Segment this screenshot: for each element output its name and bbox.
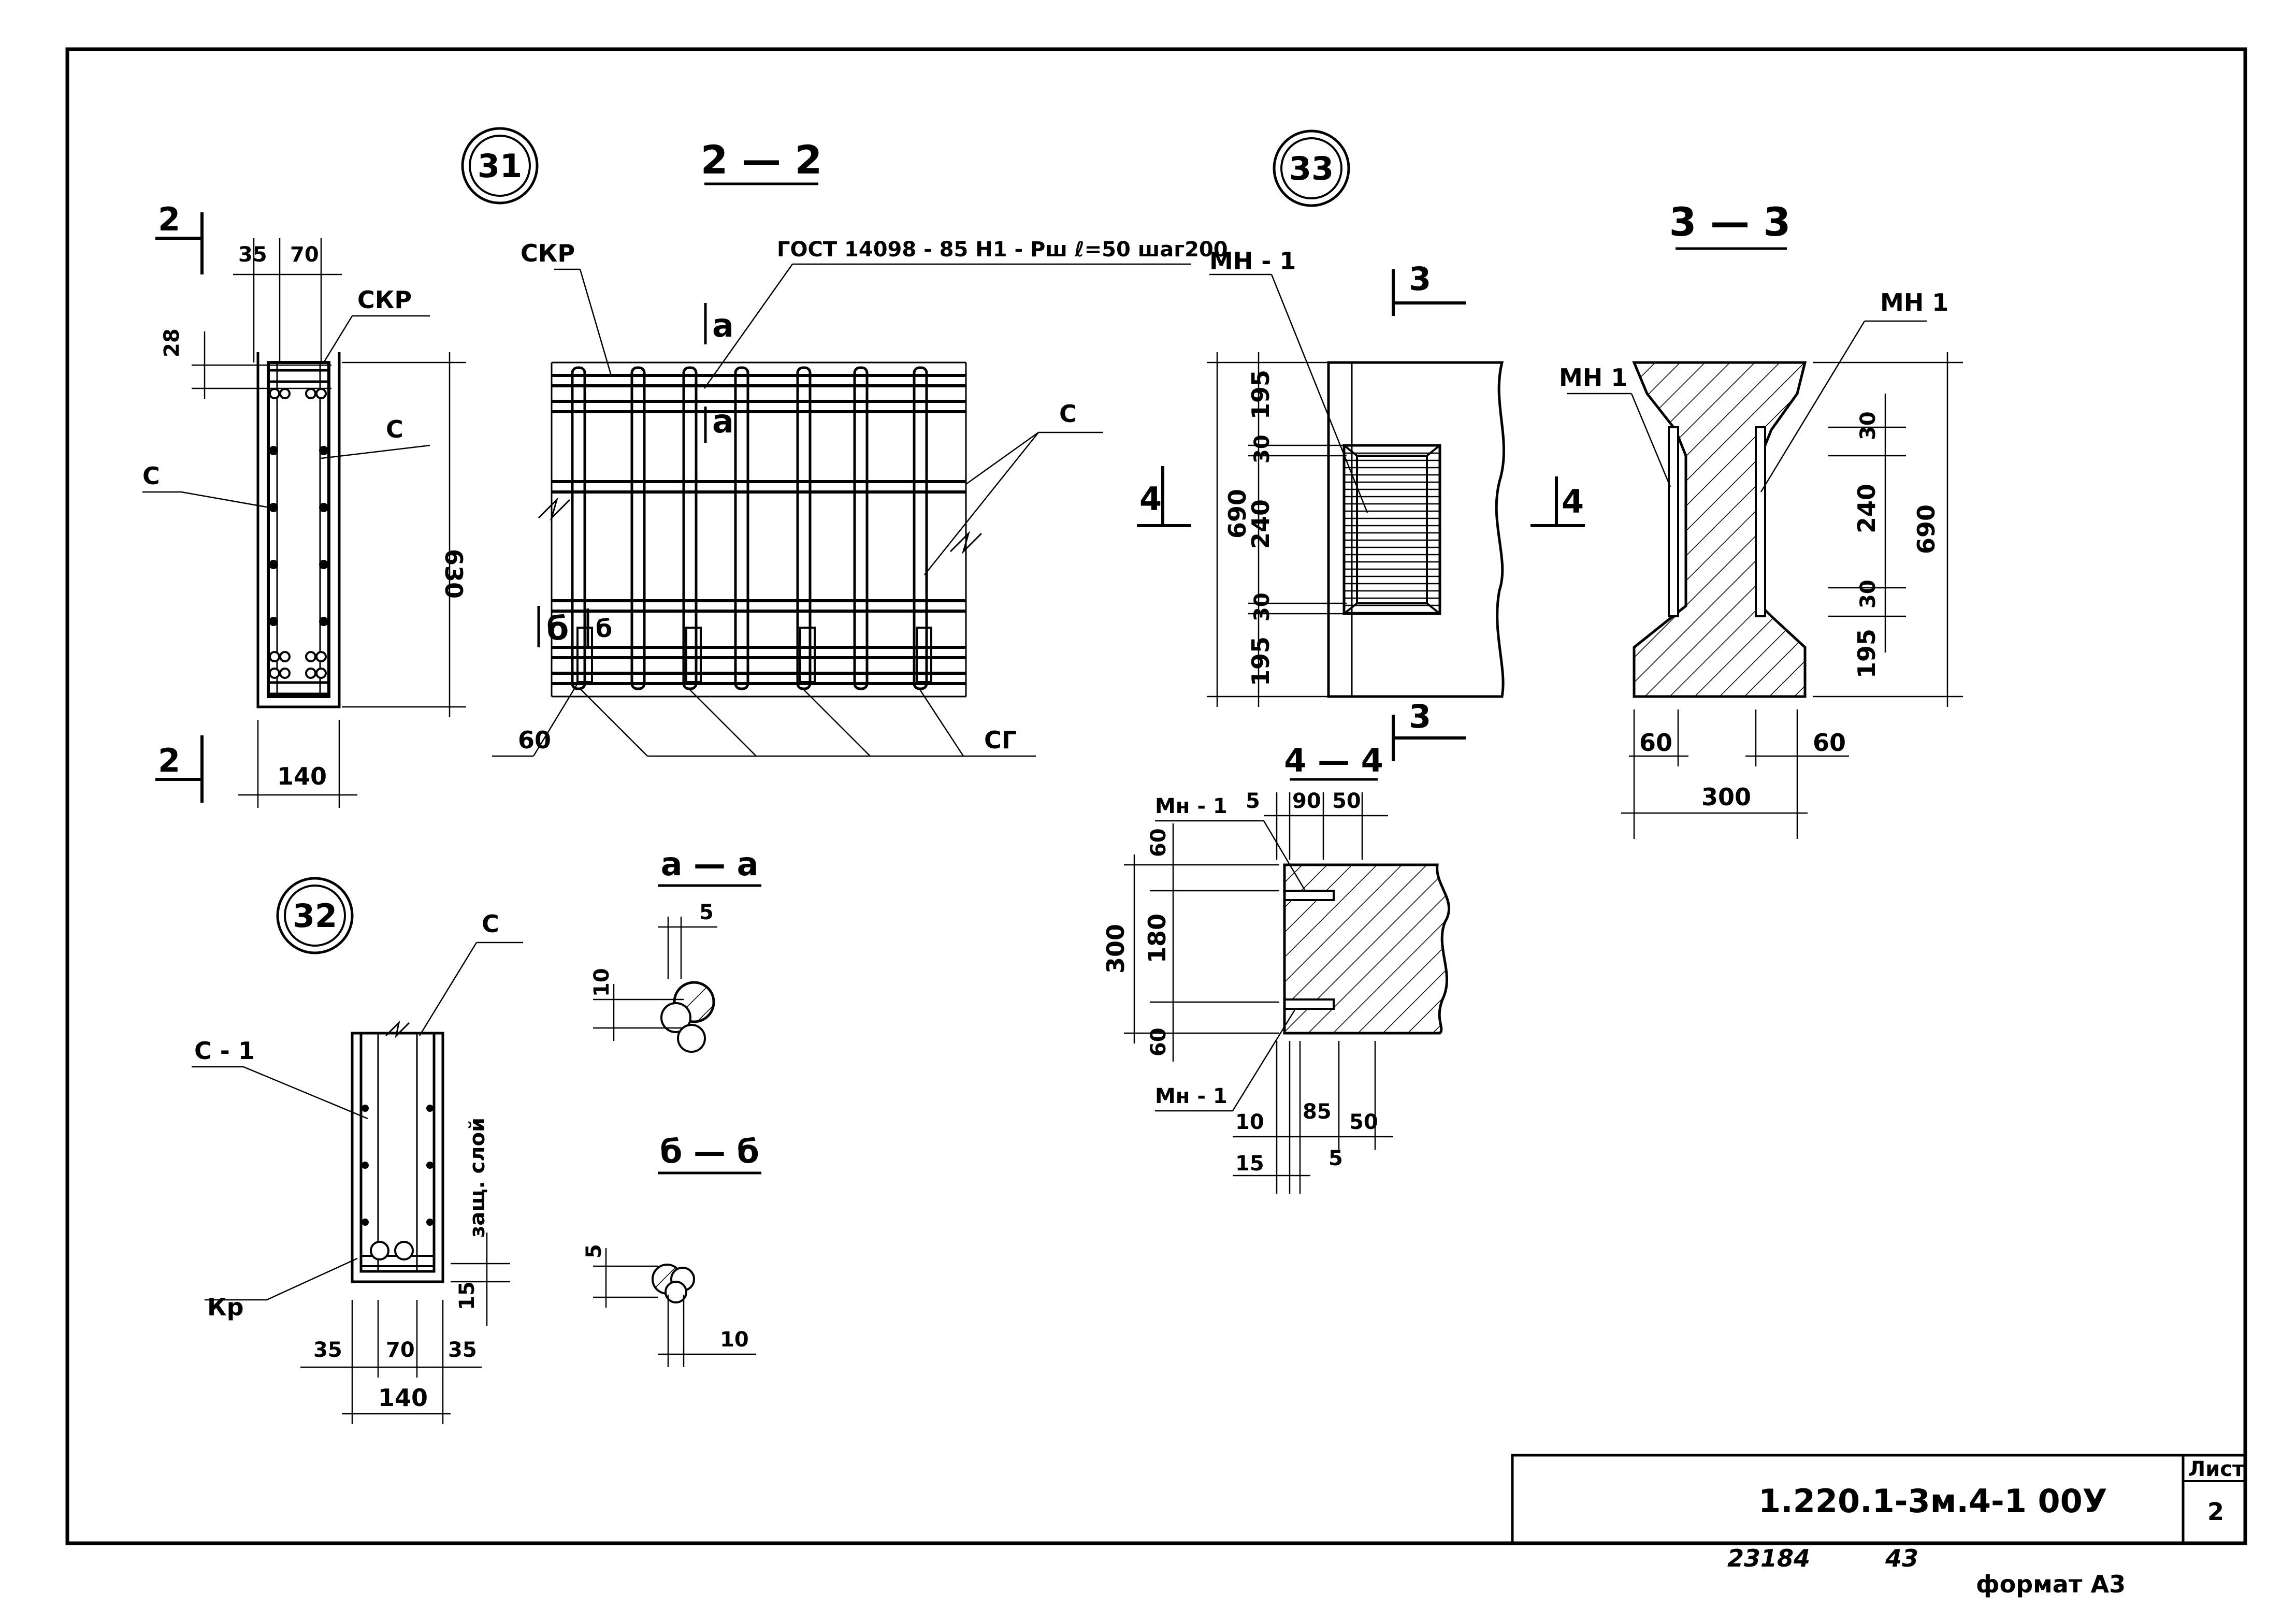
dim-44-5-bottom: 5 [1328,1147,1343,1170]
dim-33-30-top: 30 [1250,434,1274,463]
label-mn1-front: МН - 1 [1209,247,1296,275]
cut-mark-2-top: 2 [158,200,180,238]
cut-mark-a-bottom: а [712,402,734,440]
dim-32-70: 70 [386,1338,415,1362]
cut-mark-b-left: б [546,610,569,647]
dim-31-70: 70 [290,243,319,267]
view-32-section [192,941,523,1424]
dim-3s-690: 690 [1912,504,1940,554]
section-title-aa: а — а [661,845,759,883]
dim-3s-195: 195 [1853,629,1881,678]
dim-44-50-bottom: 50 [1349,1110,1378,1134]
label-c-22: С [1059,400,1077,428]
view-31-section [142,212,466,808]
label-gost: ГОСТ 14098 - 85 Н1 - Рш ℓ=50 шаг200 [777,238,1228,262]
detail-aa [593,884,761,1053]
dim-32-35-right: 35 [448,1338,477,1362]
marker-31: 31 [478,147,522,185]
dim-bb-10: 10 [720,1328,749,1352]
label-zash: защ. слой [466,1118,489,1238]
section-title-33: 3 — 3 [1669,199,1791,245]
dim-44-90: 90 [1292,789,1321,813]
dim-44-85: 85 [1303,1100,1332,1124]
view-33-front [1137,269,1585,761]
section-title-22: 2 — 2 [701,137,822,183]
dim-44-10: 10 [1235,1110,1264,1134]
dim-44-15: 15 [1235,1152,1264,1176]
dim-33-240: 240 [1247,499,1275,549]
label-c-31-right: С [386,415,403,443]
sheet-format: формат А3 [1976,1570,2126,1598]
marker-32-circle [276,877,354,954]
footer-number-2: 43 [1885,1544,1918,1572]
dim-33-195-bottom: 195 [1247,636,1275,686]
footer-number-1: 23184 [1727,1544,1810,1572]
cut-mark-2-bottom: 2 [158,742,180,779]
label-kr: Кр [207,1293,244,1321]
sheet-frame [65,47,2247,1545]
dim-32-140: 140 [378,1384,428,1412]
dim-3s-240: 240 [1853,484,1881,533]
dim-31-28: 28 [160,328,184,357]
cut-mark-3-top: 3 [1409,260,1431,298]
label-c-31-left: С [142,462,160,490]
dim-3s-30-bottom: 30 [1856,579,1880,608]
dim-3s-300: 300 [1701,783,1751,811]
view-33-section [1567,247,1963,839]
view-31-rebars [269,388,328,679]
section-title-44: 4 — 4 [1284,742,1383,779]
marker-33: 33 [1289,150,1334,187]
marker-32: 32 [293,897,337,935]
dim-44-60-top: 60 [1147,828,1171,857]
dim-44-300: 300 [1102,924,1130,974]
dim-aa-5: 5 [699,901,714,924]
dim-32-35-left: 35 [313,1338,342,1362]
dim-bb-5: 5 [582,1244,606,1258]
sheet-label: Лист [2188,1457,2245,1481]
dim-aa-10: 10 [590,968,614,997]
dim-44-60-bottom: 60 [1147,1027,1171,1056]
view-22-cage [492,182,1191,757]
dim-31-140: 140 [277,762,327,790]
marker-33-circle [1273,129,1350,207]
dim-22-60: 60 [518,726,551,754]
view-44-section [1124,778,1450,1194]
dim-32-15: 15 [455,1281,479,1310]
cut-mark-b-right: б [596,615,612,643]
marker-31-circle [461,127,539,205]
dim-33-690: 690 [1223,489,1251,539]
dim-33-195-top: 195 [1247,370,1275,419]
dim-3s-60-right: 60 [1813,729,1846,757]
section-title-bb: б — б [660,1133,759,1170]
label-mn1-right: МН 1 [1880,288,1948,316]
label-sg: СГ [984,726,1017,754]
dim-3s-60-left: 60 [1639,729,1672,757]
dim-31-630: 630 [440,549,468,599]
cut-mark-4-left: 4 [1139,480,1162,518]
sheet-number: 2 [2207,1498,2224,1526]
dim-44-180: 180 [1143,914,1171,963]
cut-mark-a-top: а [712,307,734,344]
label-mn1-44-bottom: Мн - 1 [1155,1084,1228,1108]
label-skr-22: СКР [521,239,575,267]
dim-31-35: 35 [238,243,267,267]
dim-44-5-top: 5 [1246,789,1260,813]
document-code: 1.220.1-3м.4-1 00У [1758,1482,2107,1520]
dim-3s-30-top: 30 [1856,411,1880,440]
cut-mark-4-right: 4 [1562,483,1584,520]
cut-mark-3-bottom: 3 [1409,698,1431,735]
dim-44-50-top: 50 [1332,789,1361,813]
label-mn1-left: МН 1 [1559,364,1627,392]
label-c-32: С [482,910,499,938]
dim-33-30-bottom: 30 [1250,592,1274,621]
label-skr-31: СКР [357,286,412,314]
label-mn1-44-top: Мн - 1 [1155,794,1228,818]
label-c1: С - 1 [194,1037,255,1065]
detail-bb [593,1171,761,1367]
